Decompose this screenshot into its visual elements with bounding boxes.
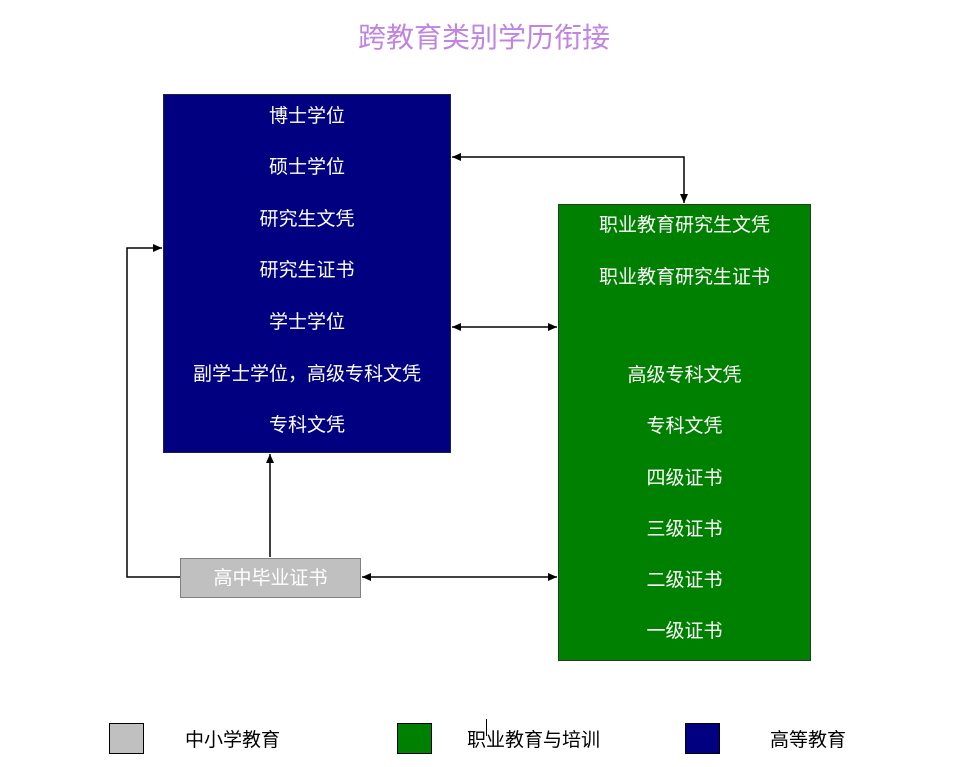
vocational-item-advanced-diploma: 高级专科文凭 [627, 364, 742, 386]
arrow-higher-to-vocational-graduate [452, 153, 688, 203]
legend-swatch-vocational [397, 723, 432, 754]
higher-item-graduate-cert: 研究生证书 [259, 259, 355, 281]
legend-label-vocational: 职业教育与培训 [467, 729, 601, 751]
vocational-item-diploma: 专科文凭 [646, 415, 723, 437]
school-item-senior-cert: 高中毕业证书 [213, 567, 328, 589]
vocational-box: 职业教育研究生文凭 职业教育研究生证书 高级专科文凭 专科文凭 四级证书 三级证… [558, 204, 811, 661]
arrow-school-to-higher-graduate [126, 244, 180, 578]
vocational-item-graduate-cert: 职业教育研究生证书 [598, 266, 770, 288]
higher-item-diploma: 专科文凭 [268, 414, 345, 436]
vocational-item-cert-ii: 二级证书 [646, 569, 723, 591]
higher-item-bachelor: 学士学位 [268, 311, 345, 333]
higher-item-doctorate: 博士学位 [268, 105, 345, 127]
school-box: 高中毕业证书 [180, 558, 361, 598]
higher-item-associate: 副学士学位，高级专科文凭 [192, 363, 421, 385]
vocational-item-cert-iii: 三级证书 [646, 518, 723, 540]
legend-swatch-school [109, 723, 144, 754]
diagram-title: 跨教育类别学历衔接 [357, 21, 610, 54]
text-cursor [486, 719, 487, 736]
vocational-item-cert-iv: 四级证书 [646, 467, 723, 489]
legend-label-higher: 高等教育 [770, 729, 847, 751]
vocational-item-cert-i: 一级证书 [646, 620, 723, 642]
higher-item-master: 硕士学位 [268, 156, 345, 178]
higher-education-box: 博士学位 硕士学位 研究生文凭 研究生证书 学士学位 副学士学位，高级专科文凭 … [163, 94, 451, 453]
legend-swatch-higher [685, 723, 720, 754]
legend-label-school: 中小学教育 [185, 729, 281, 751]
vocational-item-graduate-diploma: 职业教育研究生文凭 [598, 214, 770, 236]
higher-item-graduate-diploma: 研究生文凭 [259, 208, 355, 230]
